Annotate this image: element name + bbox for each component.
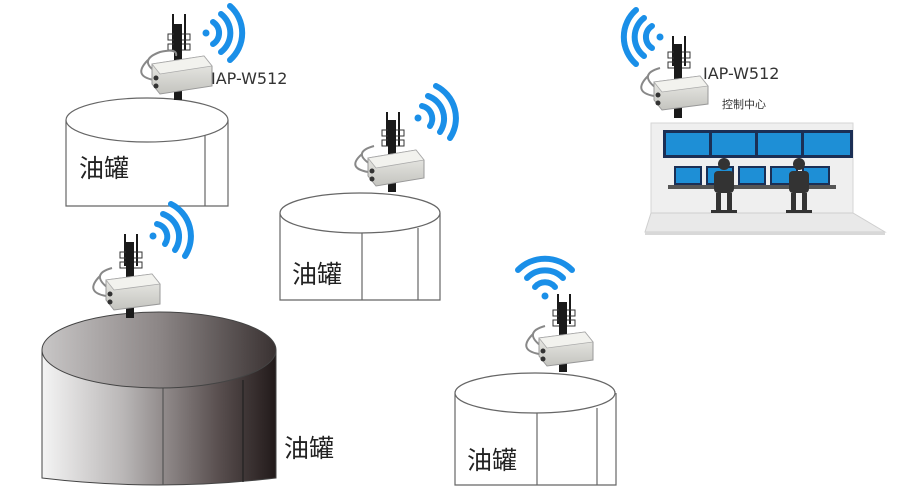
operator-icon xyxy=(786,158,812,213)
tank-2 xyxy=(279,192,441,301)
access-point-device-5 xyxy=(640,36,709,118)
wifi-signal-icon xyxy=(515,255,575,300)
device-model-label-2: IAP-W512 xyxy=(703,64,780,83)
access-point-device-1 xyxy=(140,14,213,100)
access-point-device-icon xyxy=(367,149,425,187)
operator-icon xyxy=(711,158,737,213)
control-center-room xyxy=(644,122,887,235)
wifi-signal-icon xyxy=(202,3,246,63)
tank-label-3: 油罐 xyxy=(467,446,518,475)
access-point-device-4 xyxy=(525,294,594,372)
tank-4-large xyxy=(41,311,277,486)
wifi-signal-icon xyxy=(149,201,194,259)
control-center-label: 控制中心 xyxy=(722,98,766,111)
tank-1 xyxy=(65,97,229,207)
access-point-device-icon xyxy=(538,331,594,367)
antenna-icon xyxy=(667,36,691,69)
tank-label-1: 油罐 xyxy=(79,154,130,183)
access-point-device-icon xyxy=(653,75,709,111)
tank-3 xyxy=(454,372,617,486)
tank-label-2: 油罐 xyxy=(292,260,343,289)
device-model-label-1: IAP-W512 xyxy=(211,69,288,88)
access-point-device-icon xyxy=(151,55,213,95)
tank-label-4: 油罐 xyxy=(284,434,335,463)
access-point-device-2 xyxy=(354,112,425,192)
video-wall xyxy=(663,130,853,158)
access-point-device-icon xyxy=(105,273,161,311)
access-point-device-3 xyxy=(92,234,161,318)
wifi-signal-icon xyxy=(620,7,664,67)
wifi-signal-icon xyxy=(414,83,459,141)
